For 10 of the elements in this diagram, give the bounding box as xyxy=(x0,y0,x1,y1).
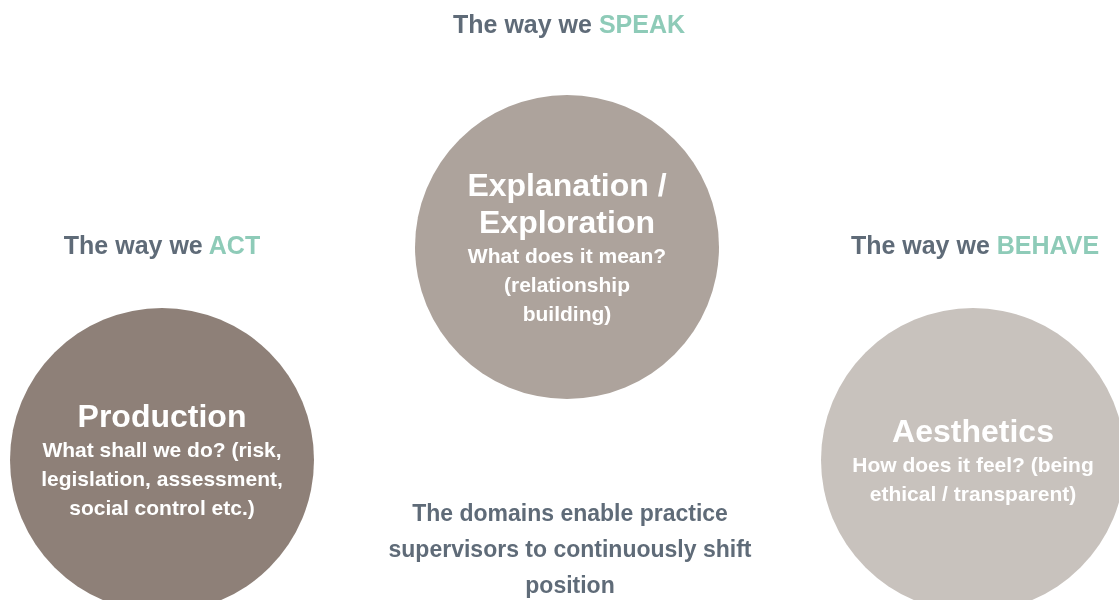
domain-title: Production xyxy=(77,398,247,435)
domain-heading: The way we SPEAK xyxy=(453,10,685,39)
note-text: The domains enable practice supervisors to continuously shift position xyxy=(387,499,753,600)
domain-question: How does it feel? (being ethical / transparent) xyxy=(851,451,1095,507)
domain-question: What does it mean? (relationship building) xyxy=(466,242,668,327)
domain-question: What shall we do? (risk, legislation, assessment, social control etc.) xyxy=(40,437,284,521)
domain-title: Aesthetics xyxy=(892,412,1054,450)
domain-heading: The way we BEHAVE xyxy=(850,231,1100,260)
domain-heading: The way we ACT xyxy=(63,231,261,260)
domain-title: Explanation / Exploration xyxy=(466,166,668,241)
